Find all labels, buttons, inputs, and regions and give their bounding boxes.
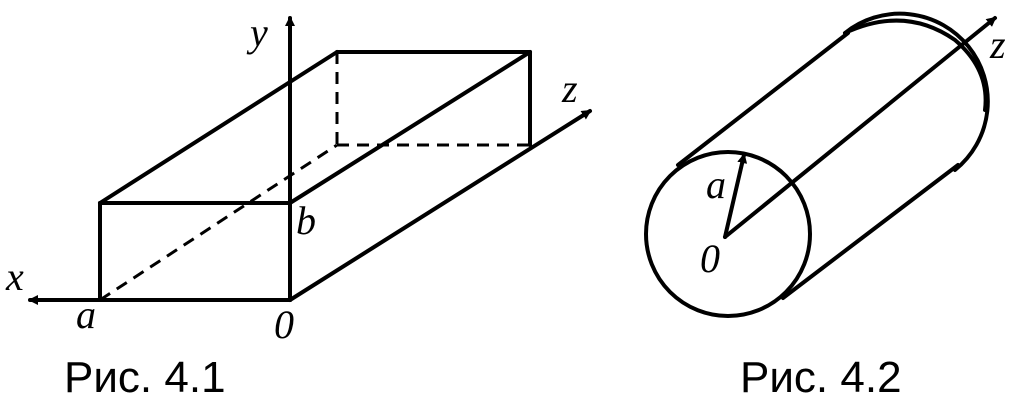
z-axis-cylinder — [723, 16, 997, 239]
axis-y-label: y — [246, 10, 268, 55]
cylinder-bottom-generatrix — [781, 163, 960, 300]
radius-a-arrow — [723, 153, 748, 239]
z-axis — [288, 109, 592, 302]
top-right-depth-edge — [288, 50, 532, 205]
cylinder-back-end-top — [843, 18, 988, 112]
cylinder-front-face — [644, 150, 812, 318]
axis-z-label: z — [561, 66, 578, 111]
figure-4-2: z a 0 Рис. 4.2 — [644, 11, 1006, 401]
radius-a-label: a — [706, 162, 726, 207]
origin-label-cylinder: 0 — [700, 236, 720, 281]
cylinder-top-generatrix — [676, 31, 850, 167]
figure-caption-4-1: Рис. 4.1 — [64, 353, 226, 401]
hidden-edge-diagonal — [99, 143, 338, 302]
figure-4-1: x y z a b 0 Рис. 4.1 — [5, 10, 592, 401]
figure-caption-4-2: Рис. 4.2 — [740, 353, 902, 401]
dimension-a-label: a — [76, 292, 96, 337]
axis-z-label-cylinder: z — [989, 22, 1006, 67]
origin-label: 0 — [274, 302, 294, 347]
dimension-b-label: b — [296, 198, 316, 243]
cylinder-back-end — [843, 11, 990, 172]
axis-x-label: x — [5, 254, 24, 299]
top-left-depth-edge — [98, 50, 339, 205]
